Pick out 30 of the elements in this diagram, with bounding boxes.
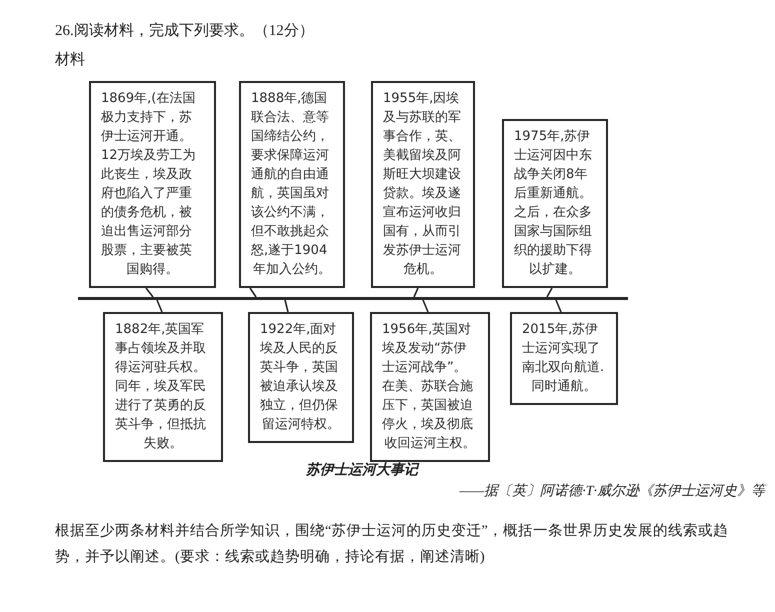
event-text: 1956年,英国对埃及发动“苏伊士运河战争”。在美、苏联合施压下，英国被迫停火，埃及彻底收回运河主权。: [382, 321, 476, 453]
event-box: [89, 81, 216, 288]
leader-line: [422, 300, 429, 312]
event-box: [502, 119, 608, 288]
event-box: [510, 312, 618, 405]
event-box: [370, 312, 490, 462]
event-text: 1975年,苏伊士运河因中东战争关闭8年后重新通航。之后，在众多国家与国际组织的援助下得以扩建。: [514, 128, 593, 279]
leader-line: [156, 300, 163, 312]
event-text: 1869年,(在法国极力支持下，苏伊士运河开通。12万埃及劳工为此丧生，埃及政府也陷入了严重的债务危机，被迫出售运河部分股票，主要被英国购得。: [101, 90, 197, 279]
event-box: [371, 81, 475, 288]
event-text: 2015年,苏伊士运河实现了南北双向航道.同时通航。: [522, 321, 606, 396]
event-box: [239, 81, 345, 288]
source-citation: ——据〔英〕阿诺德·T·威尔逊《苏伊士运河史》等: [459, 482, 765, 501]
leader-line: [555, 300, 562, 312]
leader-line: [249, 288, 257, 298]
leader-line: [284, 300, 289, 312]
figure-caption: 苏伊士运河大事记: [306, 462, 418, 480]
question-text: 根据至少两条材料并结合所学知识，围绕“苏伊士运河的历史变迁”，概括一条世界历史发展的线索或趋势，并予以阐述。(要求：线索或趋势明确，持论有据，阐述清晰): [55, 522, 729, 567]
event-text: 1888年,德国联合法、意等国缔结公约，要求保障运河通航的自由通航，英国虽对该公约不满，但不敢挑起众怒,遂于1904年加入公约。: [251, 90, 332, 279]
leader-line: [546, 288, 553, 298]
leader-line: [413, 288, 419, 298]
event-text: 1922年,面对埃及人民的反英斗争，英国被迫承认埃及独立，但仍保留运河特权。: [260, 321, 341, 434]
event-text: 1955年,因埃及与苏联的军事合作，英、美截留埃及阿斯旺大坝建设贷款。埃及遂宣布运河收归国有，从而引发苏伊士运河危机。: [383, 90, 462, 279]
event-box: [248, 312, 354, 443]
event-text: 1882年,英国军事占领埃及并取得运河驻兵权。同年，埃及军民进行了英勇的反英斗争，但抵抗失败。: [115, 321, 207, 453]
question-title: 26.阅读材料，完成下列要求。（12分）: [55, 21, 314, 41]
event-box: [103, 312, 223, 462]
leader-line: [145, 288, 154, 298]
section-label: 材料: [55, 50, 85, 70]
timeline-bar: [78, 297, 628, 300]
